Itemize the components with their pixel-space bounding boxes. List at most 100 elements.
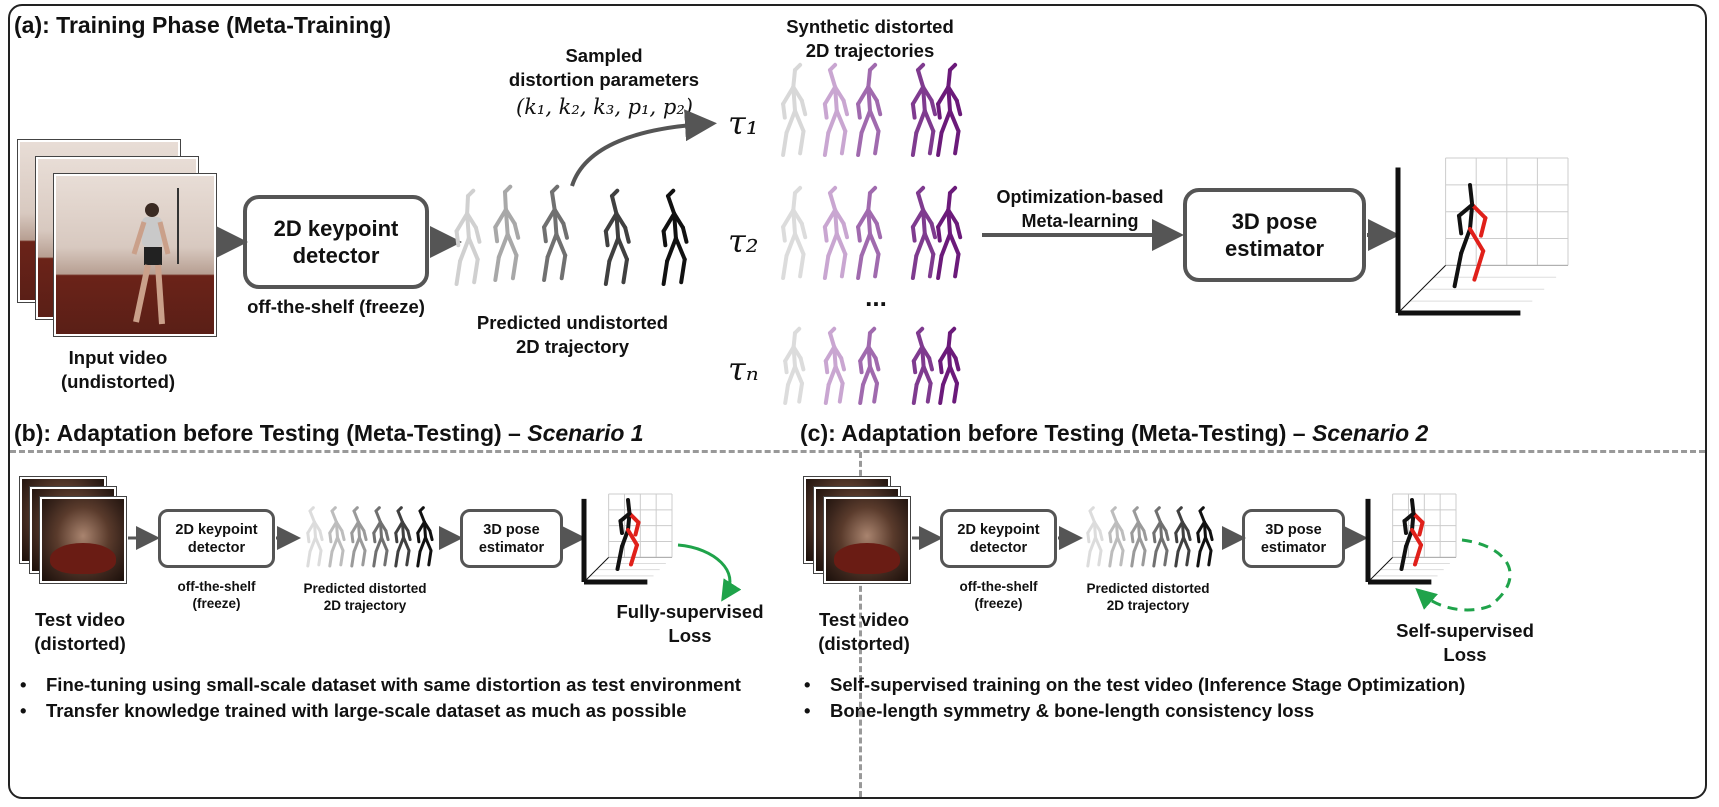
bullet-list-b: Fine-tuning using small-scale dataset wi… xyxy=(20,674,741,726)
horizontal-divider xyxy=(10,450,1705,453)
3d-pose-b xyxy=(615,498,641,571)
detector-caption: off-the-shelf (freeze) xyxy=(247,296,425,317)
keypoint-detector-box-c: 2D keypoint detector xyxy=(940,509,1057,568)
small-trajectory-b-4 xyxy=(372,506,390,568)
detector-caption-c-line2: (freeze) xyxy=(974,596,1023,611)
bullet-c-2: Bone-length symmetry & bone-length consi… xyxy=(804,700,1465,722)
undistorted-skeleton-1 xyxy=(454,188,482,286)
small-trajectory-b-5 xyxy=(394,506,412,568)
estimator-c-line2: estimator xyxy=(1260,539,1327,556)
loss-c-line2: Loss xyxy=(1443,644,1487,665)
panel-c-title-main: (c): Adaptation before Testing (Meta-Tes… xyxy=(800,420,1312,446)
meta-line2: Meta-learning xyxy=(1021,211,1139,231)
distorted-skeleton-tau3-4 xyxy=(911,326,934,405)
pose-estimator-box-b: 3D pose estimator xyxy=(460,509,563,568)
undistorted-skeleton-4 xyxy=(603,188,631,286)
sampled-line2: distortion parameters xyxy=(508,69,700,90)
small-trajectory-b-1 xyxy=(306,506,324,568)
detector-label-line2: detector xyxy=(292,243,380,268)
fully-supervised-loss-arrow xyxy=(677,543,742,602)
small-trajectory-c-5 xyxy=(1174,506,1192,568)
small-trajectory-b-6 xyxy=(416,506,434,568)
distorted-skeleton-tau2-4 xyxy=(910,185,937,280)
loss-caption-b: Fully-supervised Loss xyxy=(615,600,765,648)
tau-2-label: τ₂ xyxy=(728,222,759,260)
test-video-caption-c: Test video (distorted) xyxy=(804,608,924,656)
keypoint-detector-box-b: 2D keypoint detector xyxy=(158,509,275,568)
panel-a-title: (a): Training Phase (Meta-Training) xyxy=(14,12,391,38)
input-video-caption: Input video (undistorted) xyxy=(48,346,188,394)
synthetic-line1: Synthetic distorted xyxy=(786,16,954,37)
input-caption-line1: Input video xyxy=(68,347,168,368)
detector-label-line1: 2D keypoint xyxy=(273,216,399,241)
estimator-c-line1: 3D pose xyxy=(1265,521,1322,538)
3d-plot-b xyxy=(581,493,673,585)
panel-c-title: (c): Adaptation before Testing (Meta-Tes… xyxy=(800,420,1428,447)
panel-b-title-main: (b): Adaptation before Testing (Meta-Tes… xyxy=(14,420,528,446)
trajectory-c-line2: 2D trajectory xyxy=(1106,598,1190,613)
distortion-parameters: (k₁, k₂, k₃, p₁, p₂) xyxy=(516,95,693,119)
detector-caption-c-line1: off-the-shelf xyxy=(959,579,1038,594)
undistorted-skeleton-3 xyxy=(542,184,569,282)
synthetic-line2: 2D trajectories xyxy=(805,40,935,61)
3d-plot-main xyxy=(1395,157,1569,316)
meta-line1: Optimization-based xyxy=(996,187,1164,207)
loss-b-line2: Loss xyxy=(668,625,712,646)
small-trajectory-b-3 xyxy=(350,506,368,568)
undistorted-skeleton-2 xyxy=(493,184,521,282)
detector-b-line1: 2D keypoint xyxy=(175,521,258,538)
video-frame-front xyxy=(54,174,216,336)
distorted-skeleton-tau1-5 xyxy=(936,62,963,157)
detector-c-line2: detector xyxy=(969,539,1028,556)
distorted-skeleton-tau3-2 xyxy=(823,326,846,405)
small-trajectory-c-3 xyxy=(1130,506,1148,568)
small-trajectory-c-6 xyxy=(1196,506,1214,568)
distorted-skeleton-tau1-3 xyxy=(856,62,883,157)
undistorted-skeleton-5 xyxy=(661,188,689,286)
detector-caption-c: off-the-shelf (freeze) xyxy=(940,578,1057,612)
panel-c-title-italic: Scenario 2 xyxy=(1311,420,1429,446)
small-trajectory-c-1 xyxy=(1086,506,1104,568)
curved-arrow-sampling xyxy=(570,109,717,187)
distorted-skeleton-tau3-3 xyxy=(858,326,881,405)
detector-b-line2: detector xyxy=(187,539,246,556)
detector-caption-b-line2: (freeze) xyxy=(192,596,241,611)
ellipsis: ... xyxy=(865,282,887,312)
test-video-line2-b: (distorted) xyxy=(34,633,126,654)
distorted-skeleton-tau1-2 xyxy=(822,62,849,157)
distorted-skeleton-tau2-3 xyxy=(856,185,883,280)
sampled-line1: Sampled xyxy=(565,45,643,66)
distorted-skeleton-tau2-1 xyxy=(781,185,808,280)
detector-c-line1: 2D keypoint xyxy=(957,521,1040,538)
detector-caption-b: off-the-shelf (freeze) xyxy=(158,578,275,612)
test-frame-front-c xyxy=(824,497,910,583)
test-video-line2-c: (distorted) xyxy=(818,633,910,654)
trajectory-b-line1: Predicted distorted xyxy=(303,581,427,596)
test-frame-front-b xyxy=(40,497,126,583)
small-trajectory-c-2 xyxy=(1108,506,1126,568)
predicted-line1: Predicted undistorted xyxy=(476,312,669,333)
distorted-skeleton-tau2-5 xyxy=(936,185,963,280)
small-trajectory-b-2 xyxy=(328,506,346,568)
small-trajectory-c-4 xyxy=(1152,506,1170,568)
3d-plot-c xyxy=(1365,493,1457,585)
detector-caption-b-line1: off-the-shelf xyxy=(177,579,256,594)
bullet-c-1: Self-supervised training on the test vid… xyxy=(804,674,1465,696)
tau-1-label: τ₁ xyxy=(728,104,759,142)
3d-pose-main xyxy=(1452,183,1488,289)
trajectory-caption-b: Predicted distorted 2D trajectory xyxy=(290,580,440,614)
walking-person-image xyxy=(131,188,179,325)
bullet-b-2: Transfer knowledge trained with large-sc… xyxy=(20,700,741,722)
distorted-skeleton-tau3-5 xyxy=(938,326,961,405)
trajectory-b-line2: 2D trajectory xyxy=(323,598,407,613)
estimator-label-line1: 3D pose xyxy=(1231,209,1318,234)
distorted-skeleton-tau3-1 xyxy=(783,326,806,405)
tau-n-label: τₙ xyxy=(728,350,759,388)
pose-estimator-box: 3D pose estimator xyxy=(1183,188,1366,282)
test-video-line1-b: Test video xyxy=(34,609,126,630)
figure-frame xyxy=(8,4,1707,799)
test-video-line1-c: Test video xyxy=(818,609,910,630)
trajectory-c-line1: Predicted distorted xyxy=(1086,581,1210,596)
3d-pose-c xyxy=(1399,498,1425,571)
